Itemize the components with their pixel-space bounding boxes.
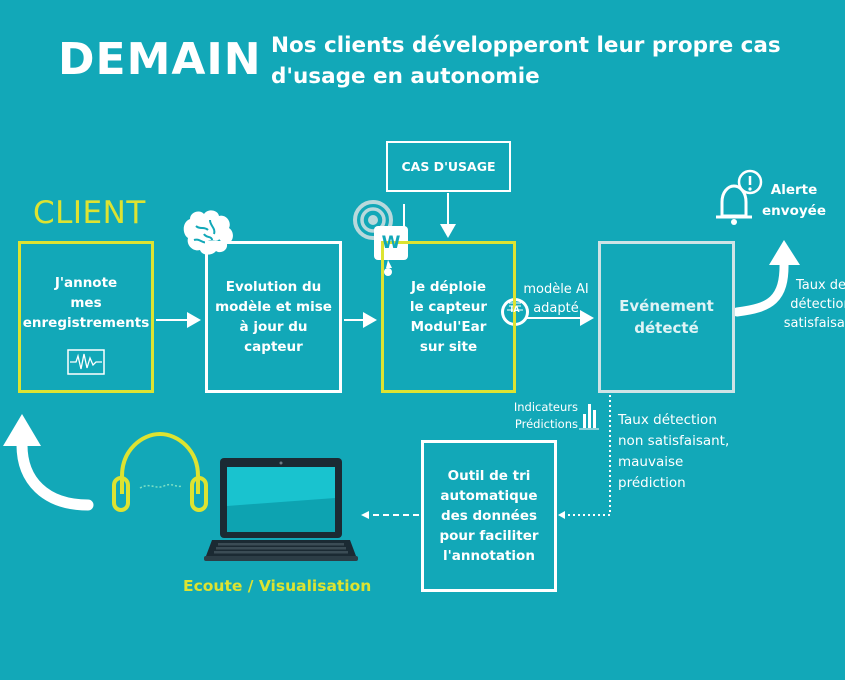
- taux-ko-line-2: non satisfaisant,: [618, 433, 730, 449]
- step-event-box: Evénement détecté: [598, 241, 735, 393]
- client-label: CLIENT: [33, 195, 146, 231]
- step-annote-line-2: mes: [70, 295, 102, 311]
- step-outil-box: Outil de tri automatique des données pou…: [421, 440, 557, 592]
- arrow-event-alerte-head: [769, 240, 800, 265]
- indicateurs-label: Indicateurs Prédictions: [498, 399, 578, 433]
- step-evolution-box: Evolution du modèle et mise à jour du ca…: [205, 241, 342, 393]
- step-outil-line-5: l'annotation: [443, 548, 535, 564]
- arrow-loop-client: [16, 439, 94, 511]
- indicateurs-line-2: Prédictions: [514, 417, 578, 431]
- modele-ai-line-1: modèle AI: [523, 282, 589, 297]
- step-outil-line-2: automatique: [440, 488, 538, 504]
- headphones-icon: [112, 431, 208, 512]
- taux-ok-line-3: satisfaisant: [783, 316, 845, 331]
- arrow-event-outil: [563, 395, 611, 516]
- step-outil-line-1: Outil de tri: [447, 468, 531, 484]
- laptop-icon: [204, 458, 358, 561]
- step-deploy-line-1: Je déploie: [410, 279, 487, 295]
- taux-ok-line-2: détection: [790, 297, 845, 312]
- taux-ko-line-4: prédiction: [618, 475, 686, 491]
- step-evolution-line-4: capteur: [244, 339, 303, 355]
- page-subtitle: Nos clients développeront leur propre ca…: [271, 33, 781, 89]
- sensor-letter: W: [381, 233, 401, 253]
- bell-alert-icon: [716, 169, 763, 225]
- step-evolution-line-1: Evolution du: [225, 279, 322, 295]
- alerte-label: Alerte envoyée: [758, 180, 830, 222]
- waveform-icon: [67, 349, 105, 375]
- bar-chart-icon: [579, 404, 599, 430]
- step-deploy-line-4: sur site: [419, 339, 478, 355]
- step-event-line-2: détecté: [634, 319, 699, 337]
- step-evolution-line-3: à jour du: [239, 319, 308, 335]
- alerte-line-1: Alerte: [770, 182, 818, 198]
- step-event-line-1: Evénement: [619, 297, 714, 315]
- alerte-line-2: envoyée: [762, 203, 826, 219]
- step-deploy-box: Je déploie le capteur Modul'Ear sur site: [381, 241, 516, 393]
- arrow-event-alerte: [732, 257, 789, 317]
- step-outil-line-3: des données: [440, 508, 538, 524]
- step-evolution-line-2: modèle et mise: [215, 299, 332, 315]
- step-deploy-line-3: Modul'Ear: [410, 319, 487, 335]
- step-annote-line-3: enregistrements: [22, 315, 150, 331]
- taux-ok-line-1: Taux de: [795, 278, 845, 293]
- modele-ai-label: modèle AI adapté: [520, 280, 592, 318]
- ecoute-visualisation-label: Ecoute / Visualisation: [183, 577, 372, 595]
- cas-usage-label: CAS D'USAGE: [401, 158, 496, 174]
- taux-ko-line-3: mauvaise: [618, 454, 684, 470]
- step-annote-line-1: J'annote: [54, 275, 118, 291]
- step-annote-box: J'annote mes enregistrements: [18, 241, 154, 393]
- taux-ok-label: Taux de détection satisfaisant: [776, 276, 845, 333]
- step-outil-line-4: pour faciliter: [439, 528, 539, 544]
- modele-ai-line-2: adapté: [533, 301, 579, 316]
- taux-ko-line-1: Taux détection: [618, 412, 717, 428]
- page-title: DEMAIN: [58, 34, 262, 85]
- wifi-signal-icon: [353, 200, 393, 240]
- cas-usage-box: CAS D'USAGE: [386, 141, 511, 192]
- step-deploy-line-2: le capteur: [409, 299, 488, 315]
- taux-ko-label: Taux détection non satisfaisant, mauvais…: [618, 410, 758, 494]
- ia-letters: IA: [510, 305, 520, 314]
- indicateurs-line-1: Indicateurs: [513, 400, 578, 414]
